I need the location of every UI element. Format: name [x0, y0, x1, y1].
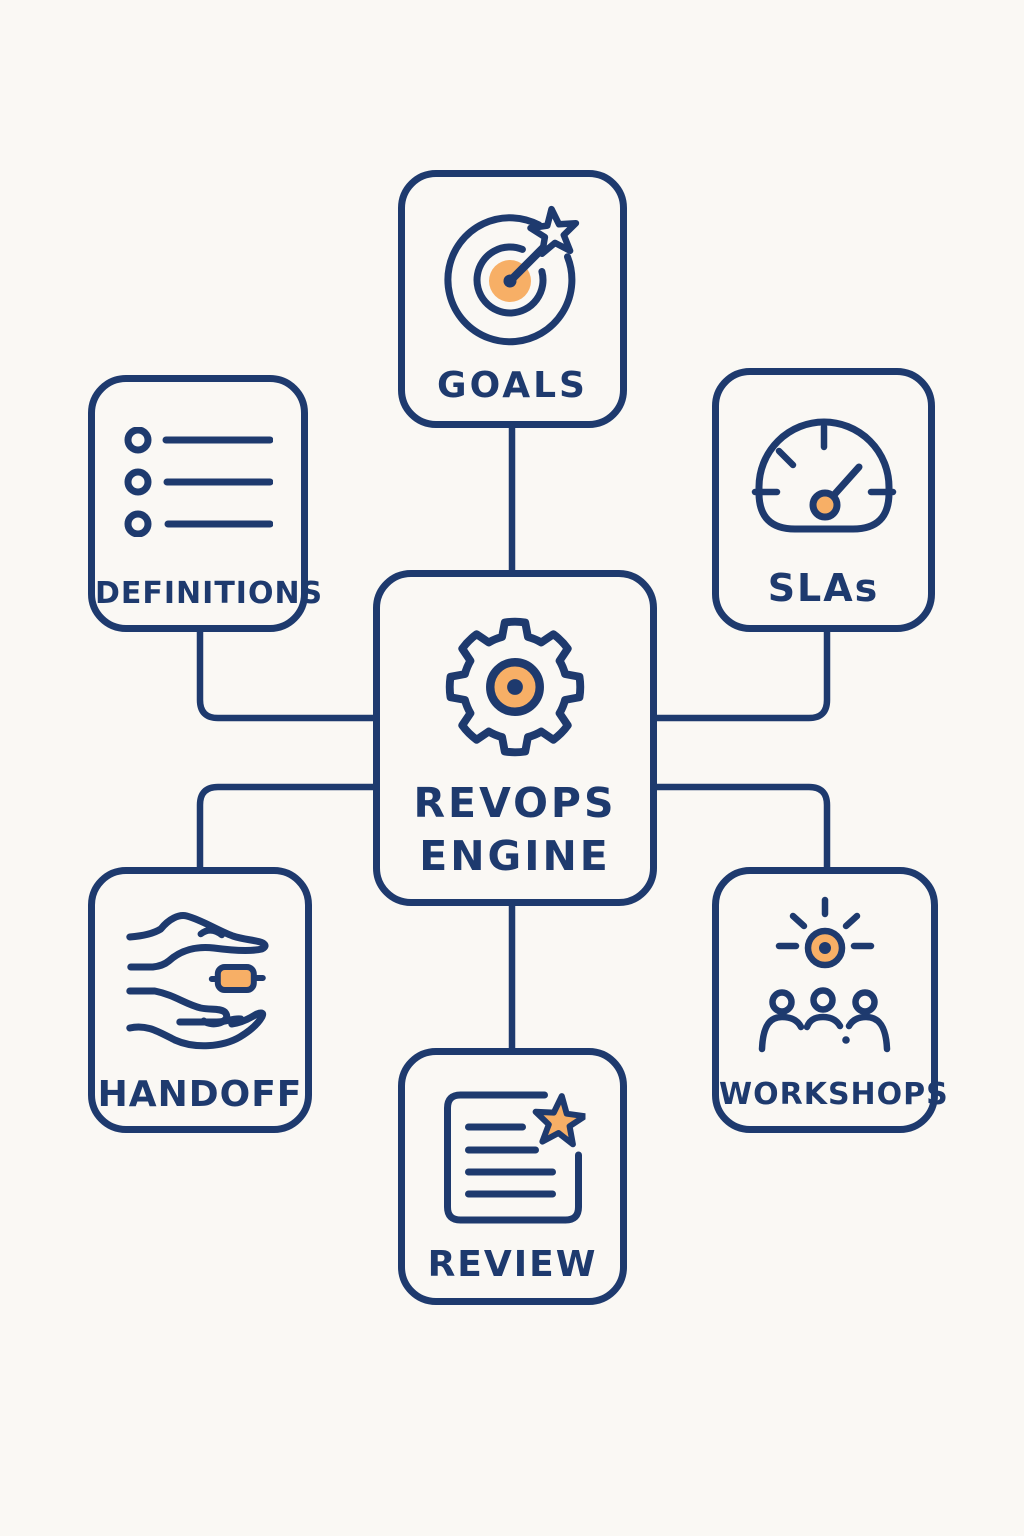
node-revops-engine: REVOPS ENGINE [373, 570, 657, 906]
node-definitions-label: DEFINITIONS [95, 576, 324, 611]
node-handoff: HANDOFF [88, 867, 312, 1133]
node-goals: GOALS [398, 170, 627, 428]
node-workshops-label: WORKSHOPS [719, 1077, 949, 1112]
revops-engine-line2: ENGINE [419, 832, 611, 880]
revops-engine-line1: REVOPS [413, 779, 617, 827]
hands-handoff-icon [126, 912, 269, 1050]
gear-icon [445, 617, 585, 757]
target-arrow-star-icon [443, 205, 579, 346]
document-star-icon [443, 1091, 585, 1224]
node-slas-label: SLAs [767, 566, 880, 610]
node-slas: SLAs [712, 368, 935, 632]
connector-definitions-center [196, 628, 381, 722]
node-goals-label: GOALS [437, 365, 588, 406]
speedometer-icon [751, 418, 896, 533]
sun-people-icon [758, 896, 891, 1053]
bullet-list-icon [124, 427, 273, 537]
node-review-label: REVIEW [427, 1244, 598, 1285]
connector-slas-center [649, 628, 831, 722]
node-handoff-label: HANDOFF [97, 1074, 303, 1115]
connector-center-workshops [649, 783, 831, 873]
node-review: REVIEW [398, 1048, 627, 1305]
connector-center-handoff [196, 783, 381, 873]
node-workshops: WORKSHOPS [712, 867, 949, 1133]
node-revops-engine-label: REVOPS ENGINE [380, 777, 650, 883]
node-definitions: DEFINITIONS [88, 375, 324, 632]
